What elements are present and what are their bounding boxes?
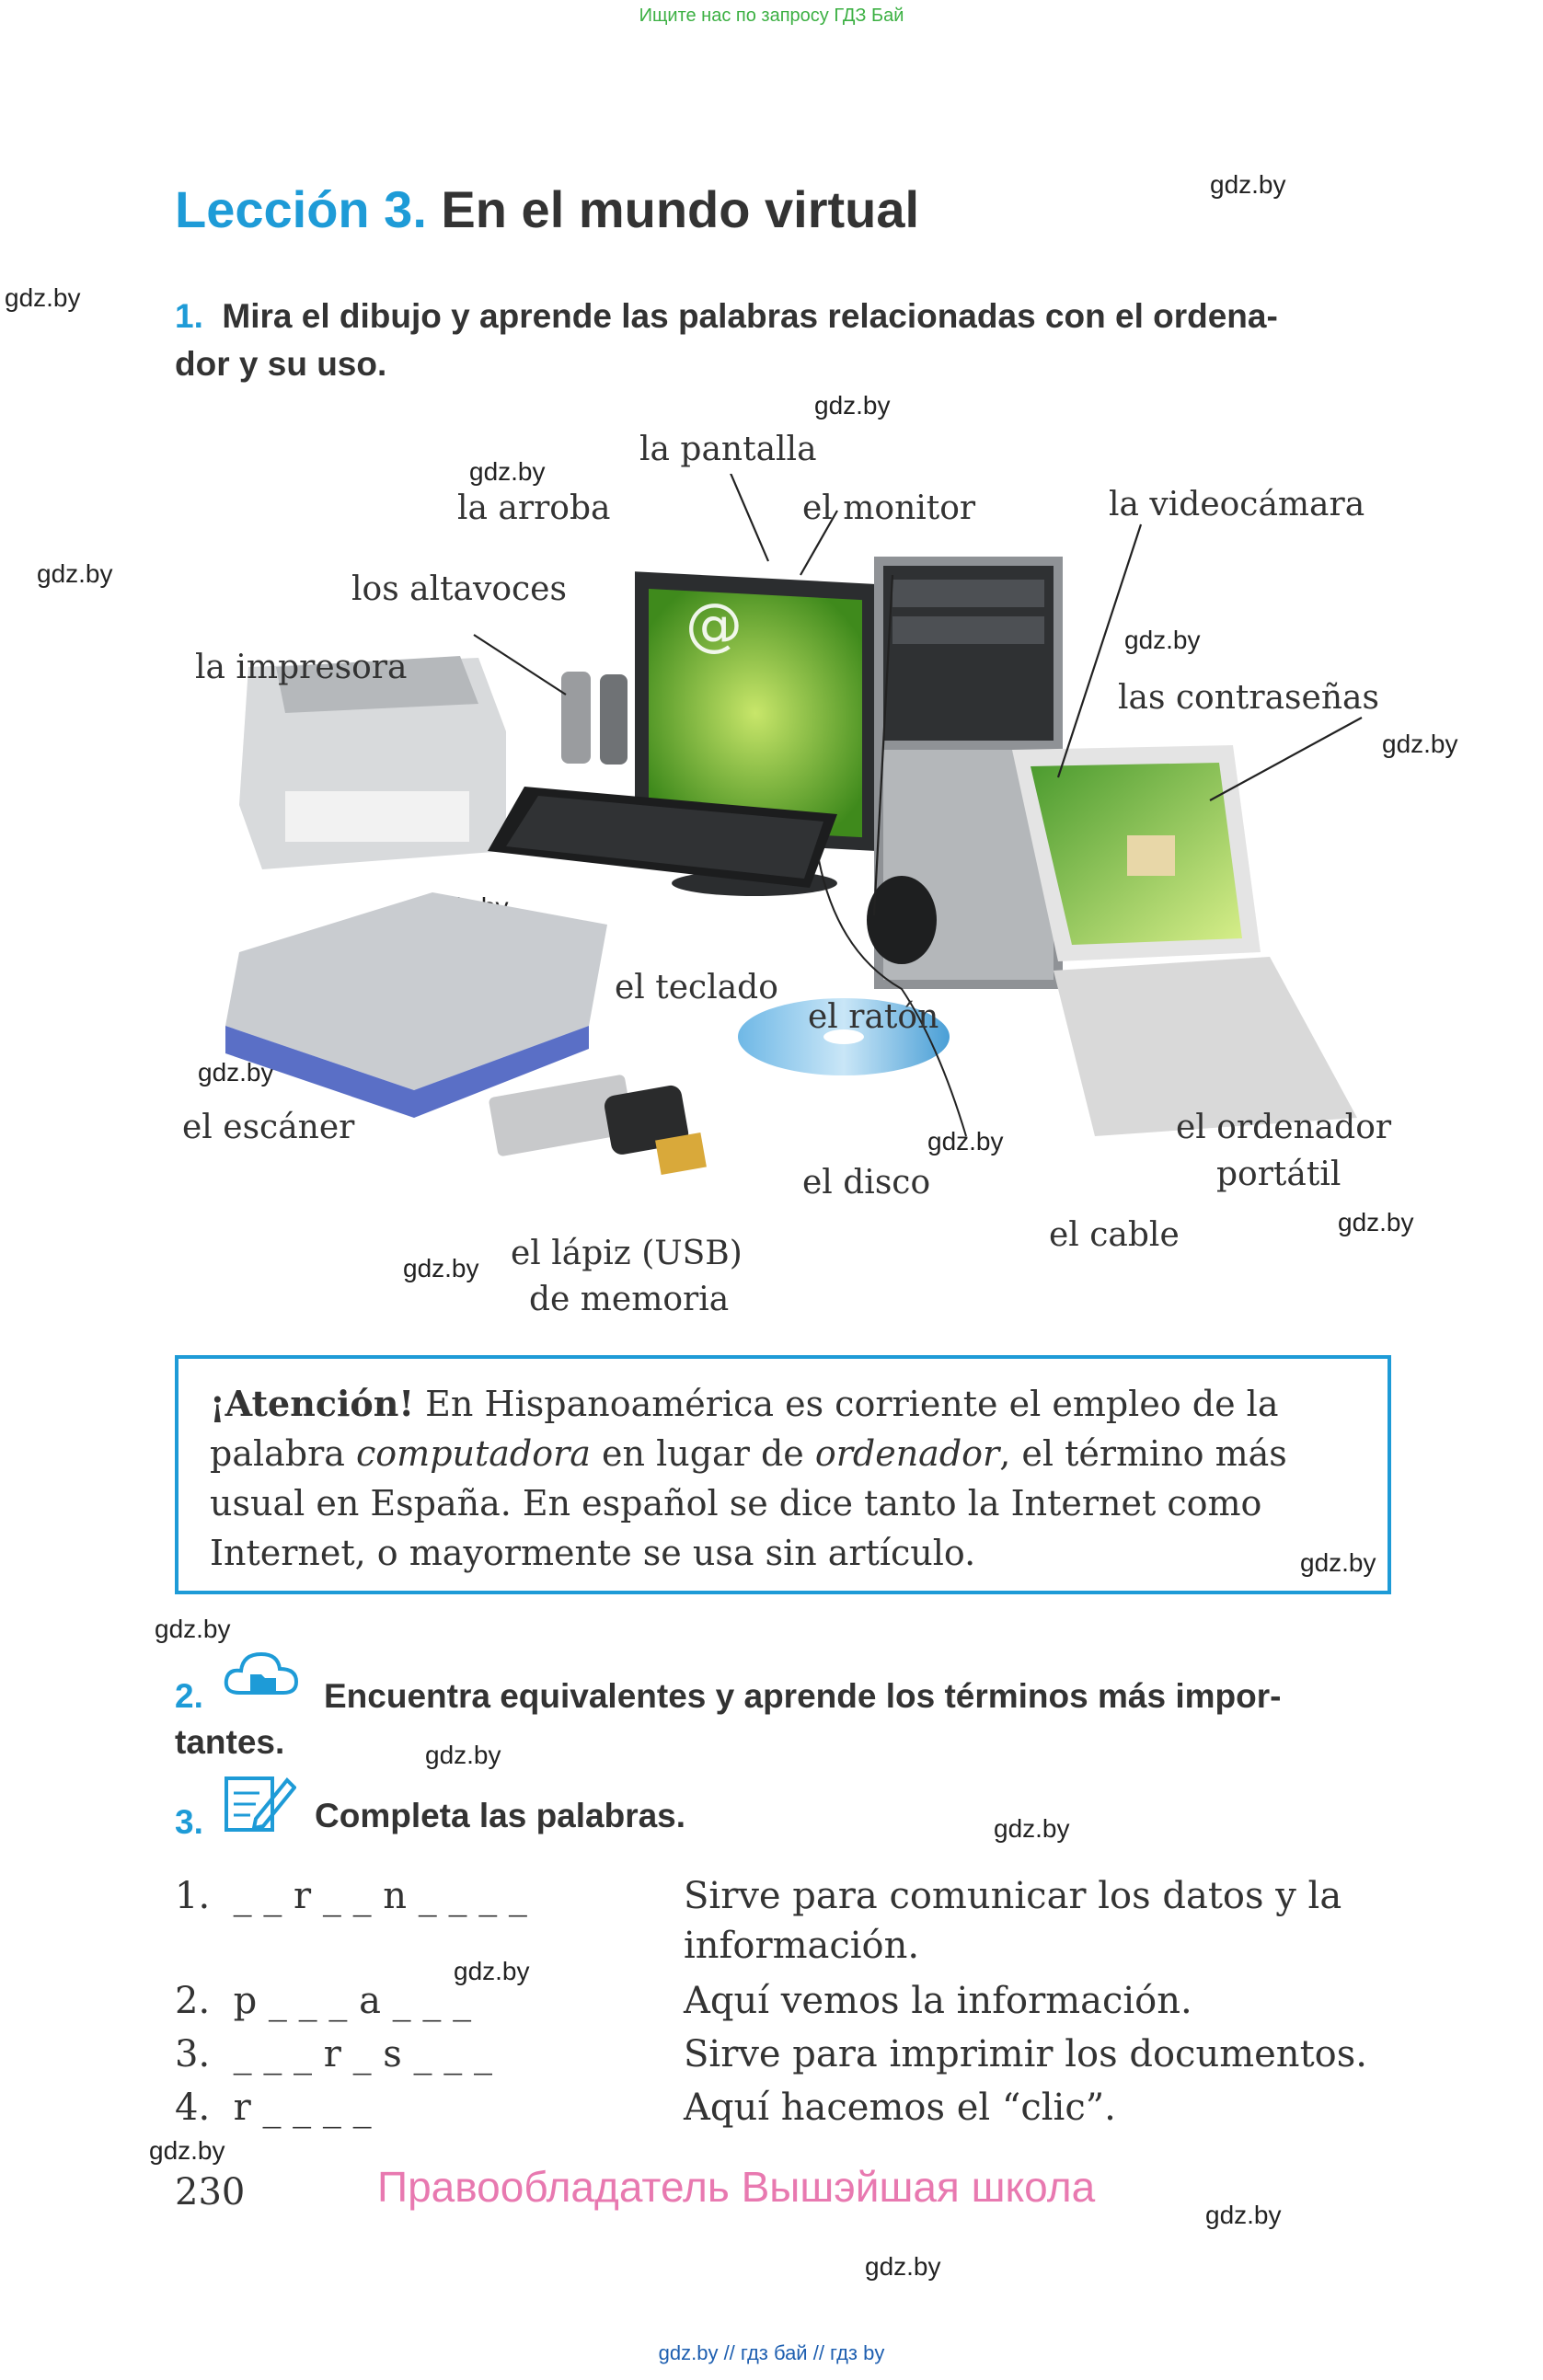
watermark: gdz.by [1210,170,1286,199]
exercise-number: 1. [175,297,203,335]
watermark: gdz.by [5,283,81,312]
watermark: gdz.by [1300,1548,1376,1577]
page-number: 230 [175,2171,246,2213]
cd-disc [738,998,950,1075]
label-at-sign: la arroba [457,489,611,527]
copyright-notice: Правообладатель Вышэйшая школа [377,2163,1096,2211]
watermark: gdz.by [454,1957,530,1985]
mouse [867,876,937,964]
at-sign-icon: @ [685,591,743,658]
exercise-1-line2: dor y su uso. [175,345,387,383]
watermark: gdz.by [814,391,891,420]
label-usb-line1: el lápiz (USB) [511,1235,743,1272]
watermark: gdz.by [994,1814,1070,1843]
exercise-1-line1: Mira el dibujo y aprende las palabras re… [222,297,1278,335]
exercise-2-line1: Encuentra equivalentes y aprende los tér… [324,1677,1282,1715]
cable [818,859,967,1137]
exercise-1: 1. Mira el dibujo y aprende las palabras… [175,293,1278,388]
usb-stick [489,1075,707,1176]
exercise-2-line2: tantes. [175,1723,285,1761]
label-scanner: el escáner [182,1109,355,1146]
laptop [1012,745,1357,1136]
printer [239,656,506,869]
item-pattern: _ _ r _ _ n _ _ _ _ [233,1875,527,1917]
label-mouse: el ratón [808,998,939,1036]
scanner [225,892,607,1118]
item-1-clue-line2: información. [684,1925,920,1967]
notebook-pencil-icon [225,1776,296,1832]
item-4: 4. r _ _ _ _ [175,2087,372,2129]
watermark: gdz.by [865,2252,941,2281]
watermark: gdz.by [1338,1208,1414,1236]
label-screen: la pantalla [639,431,817,468]
item-pattern: _ _ _ r _ s _ _ _ [233,2033,492,2075]
item-3-clue: Sirve para imprimir los documentos. [684,2033,1367,2075]
keyboard [488,787,837,888]
label-speakers: los altavoces [351,570,567,608]
exercise-3-text: Completa las palabras. [315,1797,686,1834]
watermark: gdz.by [37,559,113,588]
label-printer: la impresora [195,649,408,686]
lesson-title: Lección 3. En el mundo virtual [175,179,919,239]
item-1: 1. _ _ r _ _ n _ _ _ _ [175,1875,527,1917]
watermark: gdz.by [1382,730,1458,758]
computer-illustration: @ [225,474,1363,1176]
cloud-folder-icon [224,1651,299,1695]
attention-heading: ¡Atención! [210,1383,415,1424]
speakers [561,672,628,765]
watermark: gdz.by [425,1741,501,1769]
label-webcam: la videocámara [1109,486,1365,523]
label-cable: el cable [1049,1216,1180,1254]
watermark: gdz.by [403,1254,479,1282]
watermark: gdz.by [469,457,546,486]
label-laptop-line2: portátil [1216,1156,1341,1193]
label-usb-line2: de memoria [529,1281,730,1318]
watermark: gdz.by [155,1615,231,1643]
exercise-2-num: 2. [175,1677,203,1715]
label-keyboard: el teclado [615,969,778,1006]
watermark: gdz.by [1205,2201,1282,2229]
item-pattern: r _ _ _ _ [233,2087,372,2129]
item-3: 3. _ _ _ r _ s _ _ _ [175,2033,492,2075]
top-banner[interactable]: Ищите нас по запросу ГДЗ Бай [639,6,904,26]
attention-box: ¡Atención! En Hispanoamérica es corrient… [175,1355,1391,1594]
lesson-name: En el mundo virtual [426,180,920,238]
bottom-links[interactable]: gdz.by // гдз бай // гдз by [658,2341,885,2364]
lesson-number: Lección 3. [175,180,427,238]
watermark: gdz.by [1124,626,1201,654]
label-laptop-line1: el ordenador [1176,1109,1392,1146]
item-2: 2. p _ _ _ a _ _ _ [175,1980,472,2022]
watermark: gdz.by [149,2136,225,2165]
label-disc: el disco [802,1164,931,1201]
label-monitor: el monitor [802,489,976,527]
exercise-3-num: 3. [175,1803,203,1841]
item-2-clue: Aquí vemos la información. [684,1980,1192,2022]
item-1-clue: Sirve para comunicar los datos y la [684,1875,1342,1917]
item-pattern: p _ _ _ a _ _ _ [233,1980,472,2022]
pointer-lines [473,474,1363,916]
item-4-clue: Aquí hacemos el “clic”. [684,2087,1116,2129]
label-passwords: las contraseñas [1118,679,1379,717]
